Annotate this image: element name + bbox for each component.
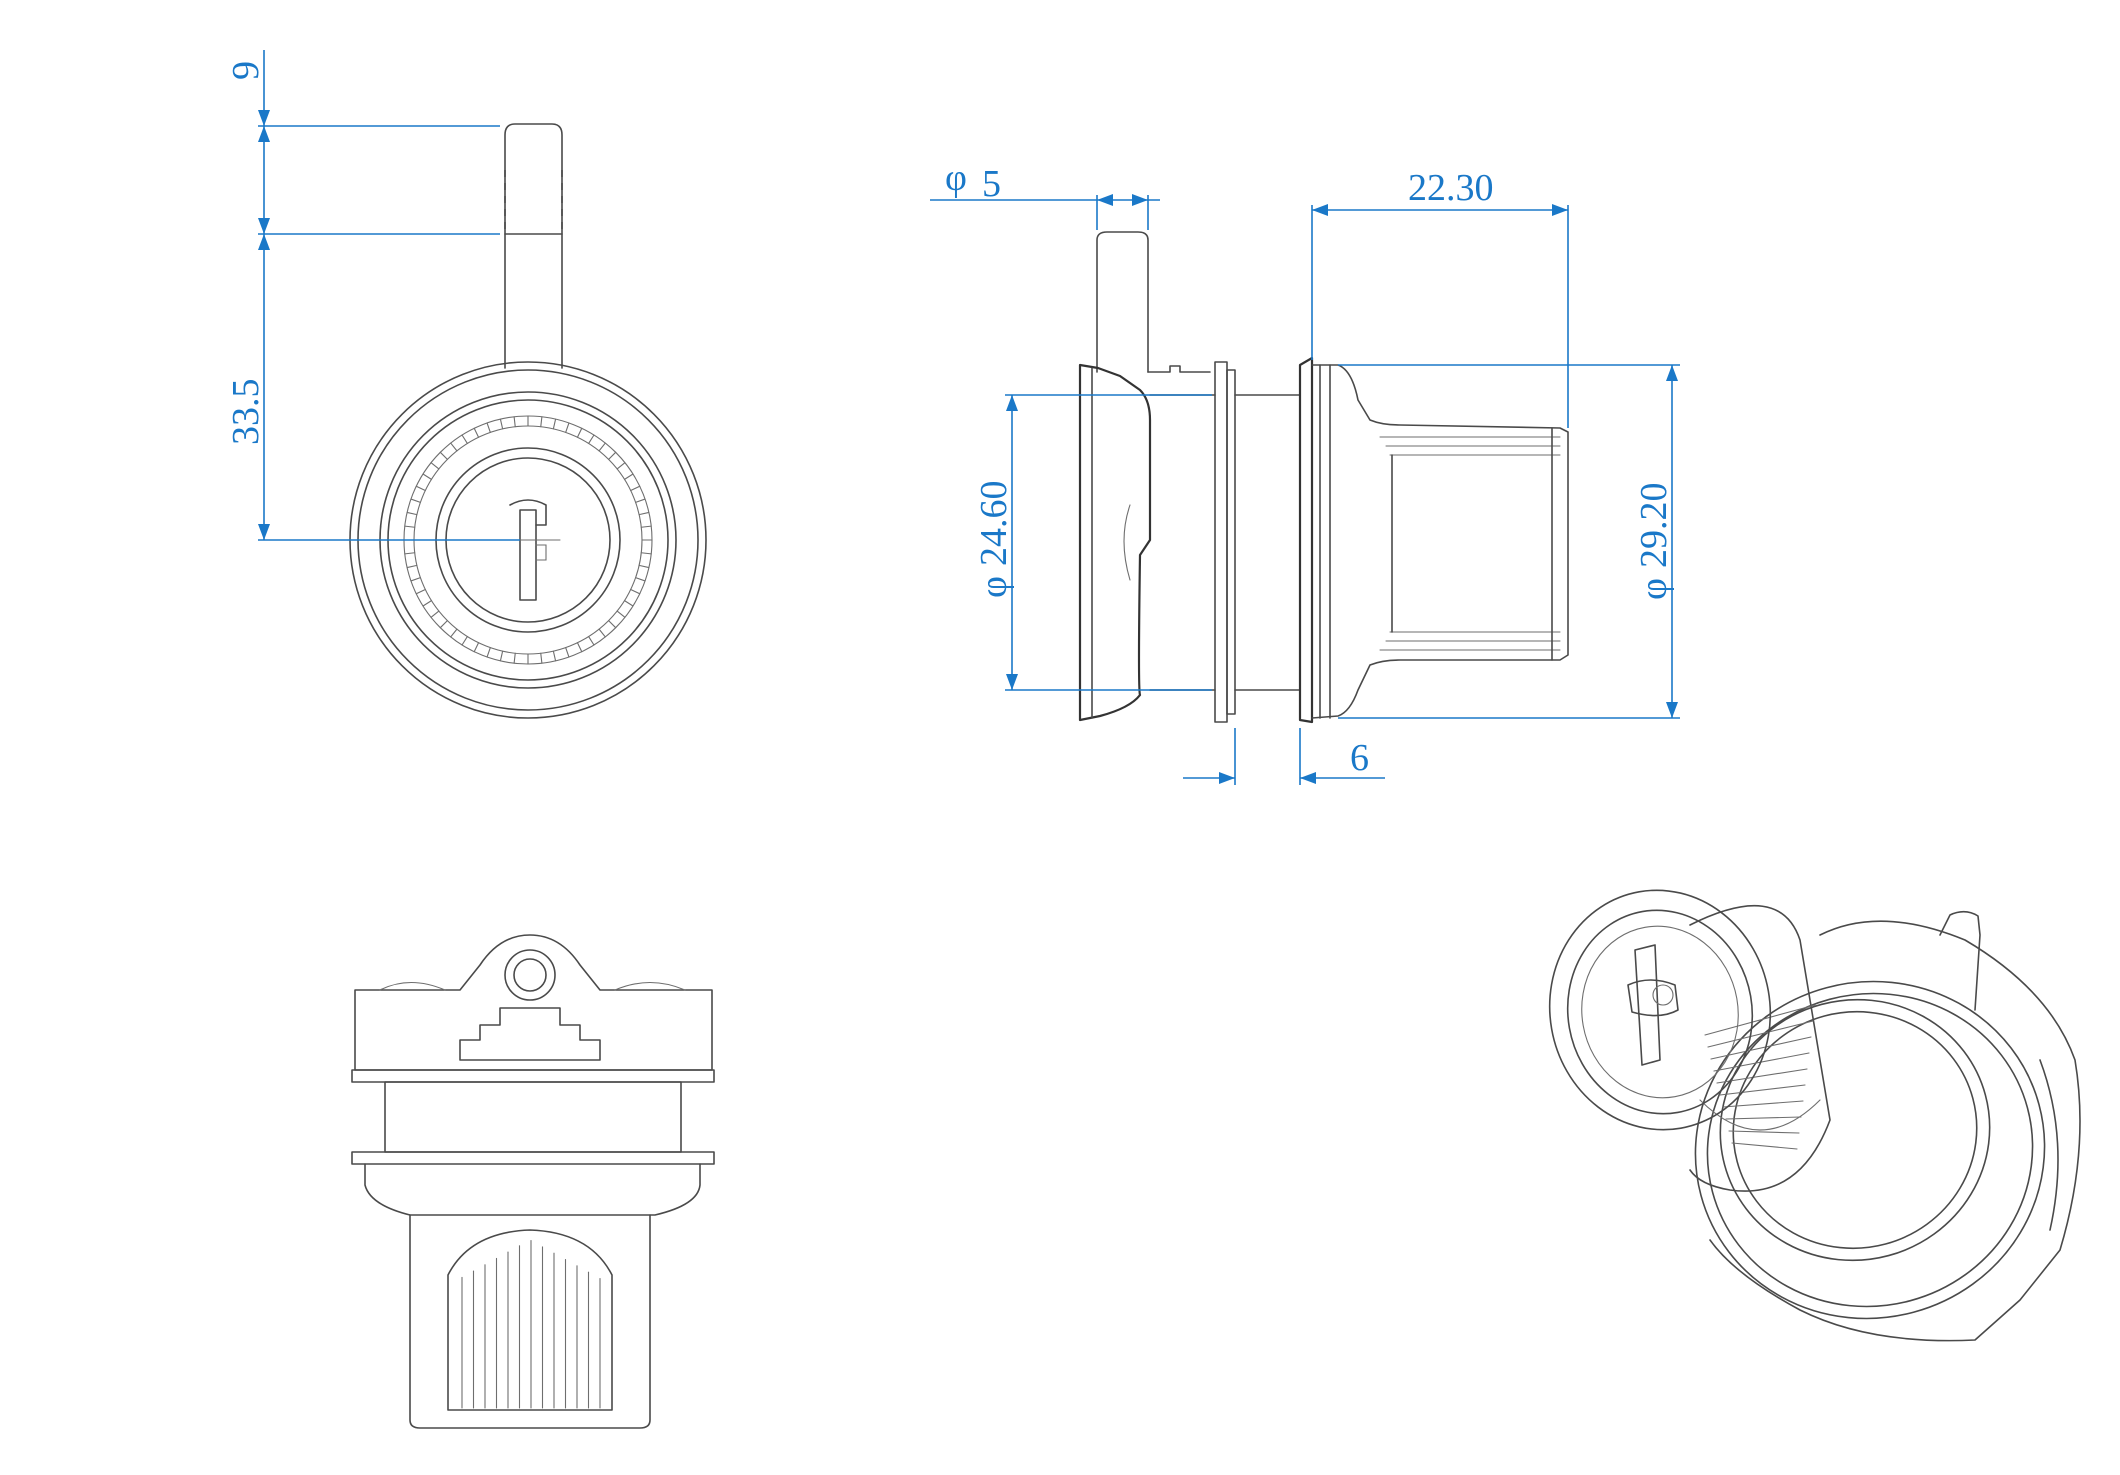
- knob-splines: [461, 1240, 601, 1409]
- knurl-tooth: [499, 418, 504, 430]
- iso-spline: [1728, 1130, 1800, 1134]
- knurl-tooth: [461, 635, 468, 646]
- knurl-ring: [403, 415, 653, 665]
- knurl-tooth: [461, 434, 468, 445]
- knurl-tooth: [404, 525, 416, 528]
- knurl-tooth: [406, 511, 418, 516]
- knurl-tooth: [623, 473, 634, 480]
- dim-pin-to-center: 33.5: [225, 379, 267, 446]
- knurl-tooth: [513, 416, 516, 428]
- knurl-tooth: [422, 473, 433, 480]
- dim-body-length: 22.30: [1408, 167, 1494, 209]
- knurl-tooth: [608, 620, 617, 629]
- knurl-tooth: [415, 485, 426, 492]
- knurl-tooth: [406, 564, 418, 569]
- iso-spline: [1722, 1100, 1804, 1108]
- dim-body-diameter-symbol: φ: [1633, 578, 1675, 600]
- iso-spline: [1725, 1116, 1802, 1120]
- knurl-tooth: [430, 462, 440, 470]
- knurl-tooth: [616, 610, 626, 618]
- iso-spline: [1731, 1142, 1798, 1150]
- knurl-tooth: [540, 416, 543, 428]
- knurl-tooth: [638, 511, 650, 516]
- knurl-tooth: [473, 642, 480, 653]
- dim-pin-length: 9: [225, 61, 267, 80]
- top-view: [351, 934, 715, 1429]
- knurl-tooth: [616, 462, 626, 470]
- knurl-tooth: [635, 498, 646, 503]
- knurl-tooth: [473, 427, 480, 438]
- knurl-tooth: [635, 577, 646, 582]
- knurl-tooth: [630, 588, 641, 595]
- iso-spline: [1707, 1020, 1814, 1048]
- knurl-tooth: [588, 434, 595, 445]
- knurl-tooth: [450, 628, 458, 638]
- side-view: [1078, 231, 1569, 724]
- knurl-tooth: [486, 422, 491, 433]
- knurl-tooth: [598, 628, 606, 638]
- knurl-tooth: [513, 652, 516, 664]
- iso-spline: [1716, 1068, 1808, 1084]
- iso-spline: [1710, 1036, 1812, 1060]
- front-view-dimensions: 9 33.5: [225, 50, 520, 541]
- knurl-tooth: [499, 650, 504, 662]
- knurl-tooth: [588, 635, 595, 646]
- knurl-tooth: [415, 588, 426, 595]
- knurl-tooth: [598, 442, 606, 452]
- isometric-view: [1548, 889, 2081, 1342]
- dim-pin-diameter-symbol: φ: [945, 157, 967, 199]
- knurl-tooth: [630, 485, 641, 492]
- knurl-tooth: [486, 647, 491, 658]
- knurl-tooth: [576, 427, 583, 438]
- knurl-tooth: [404, 552, 416, 555]
- knurl-tooth: [565, 422, 570, 433]
- front-view: [349, 123, 707, 719]
- knurl-tooth: [640, 552, 652, 555]
- dim-panel-thickness: 6: [1350, 737, 1369, 779]
- knurl-tooth: [565, 647, 570, 658]
- knurl-tooth: [576, 642, 583, 653]
- dim-body-diameter: 29.20: [1633, 483, 1675, 569]
- knurl-tooth: [640, 525, 652, 528]
- knurl-tooth: [439, 620, 448, 629]
- iso-spline: [1719, 1084, 1806, 1096]
- knurl-tooth: [552, 650, 557, 662]
- knurl-tooth: [422, 600, 433, 607]
- knurl-tooth: [450, 442, 458, 452]
- knurl-tooth: [623, 600, 634, 607]
- knurl-tooth: [430, 610, 440, 618]
- knurl-tooth: [410, 577, 421, 582]
- iso-spline: [1704, 1004, 1816, 1036]
- dim-pin-diameter: 5: [982, 163, 1001, 205]
- knurl-tooth: [439, 451, 448, 460]
- knurl-tooth: [540, 652, 543, 664]
- knurl-tooth: [608, 451, 617, 460]
- knurl-tooth: [638, 564, 650, 569]
- knurl-tooth: [552, 418, 557, 430]
- dim-face-diameter-symbol: φ: [973, 576, 1015, 598]
- side-view-dimensions: φ 5 22.30 φ 24.60 φ 29.20 6: [930, 157, 1680, 785]
- knurl-tooth: [410, 498, 421, 503]
- dim-face-diameter: 24.60: [973, 481, 1015, 567]
